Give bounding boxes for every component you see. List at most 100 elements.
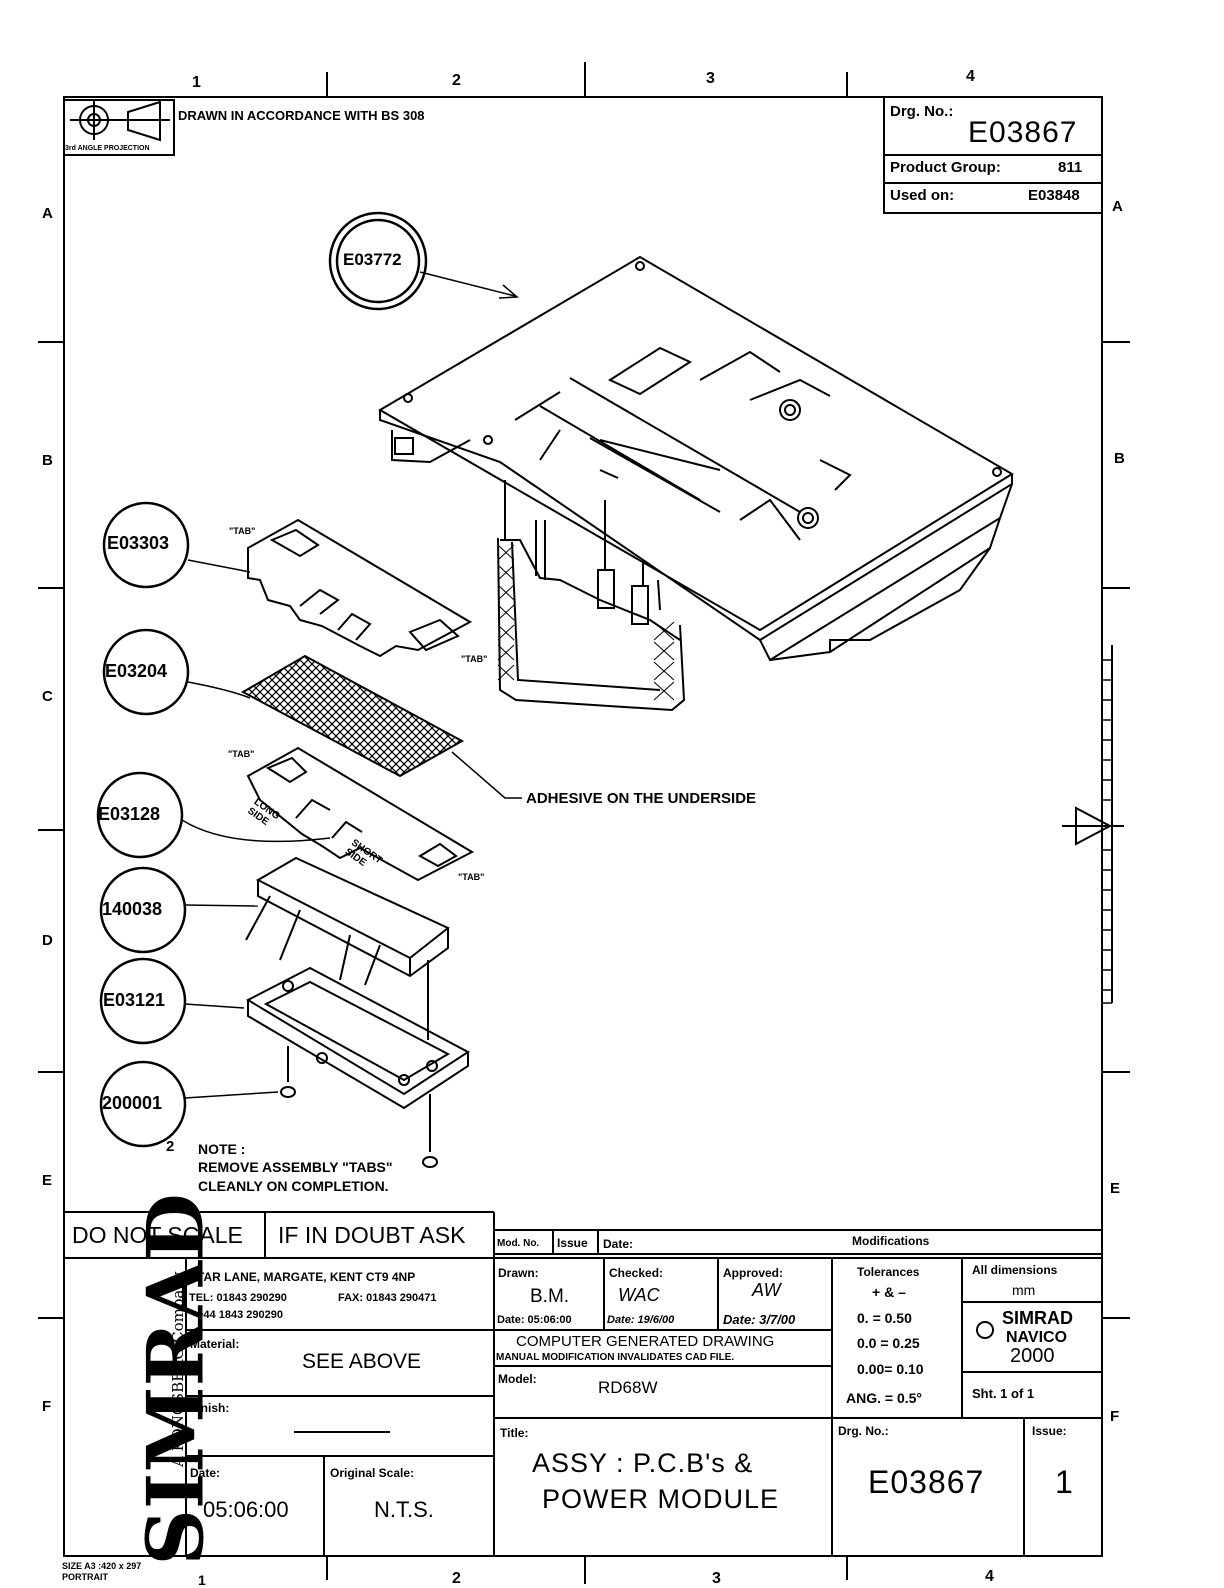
checked-date: Date: 19/6/00 xyxy=(607,1314,675,1326)
tab-label-4: "TAB" xyxy=(458,872,485,882)
copyright-brand: SIMRAD xyxy=(1002,1308,1073,1328)
zone-col-3-top: 3 xyxy=(706,70,715,87)
zone-row-b-right: B xyxy=(1114,450,1125,467)
issue-value: 1 xyxy=(1055,1464,1073,1500)
zone-col-4-top: 4 xyxy=(966,68,975,85)
copyright-year: 2000 xyxy=(1010,1345,1055,1367)
tab-label-1: "TAB" xyxy=(229,526,256,536)
copyright-brand2: NAVICO xyxy=(1006,1329,1068,1346)
adhesive-pad-e03204 xyxy=(240,654,465,778)
date-value: 05:06:00 xyxy=(203,1497,289,1522)
cad-notice-1: COMPUTER GENERATED DRAWING xyxy=(516,1333,775,1350)
mounting-frame-e03121 xyxy=(245,966,470,1152)
product-group-label: Product Group: xyxy=(890,159,1001,176)
projection-symbol-icon xyxy=(63,99,175,156)
zone-row-a-left: A xyxy=(42,205,53,222)
balloon-e03121: E03121 xyxy=(103,990,166,1010)
balloon-e03772: E03772 xyxy=(343,250,402,269)
issue-label: Issue: xyxy=(1032,1424,1067,1438)
zone-col-4-bottom: 4 xyxy=(985,1568,994,1585)
drawn-date: Date: 05:06:00 xyxy=(497,1314,572,1326)
company-tel: TEL: 01843 290290 xyxy=(189,1292,287,1304)
note-line-1: NOTE : xyxy=(198,1141,246,1157)
company-subtitle: A KONGSBERG Company xyxy=(169,1271,187,1467)
balloon-outer-ring xyxy=(328,211,428,311)
drg-no-value: E03867 xyxy=(868,1464,985,1500)
if-in-doubt-ask: IF IN DOUBT ASK xyxy=(278,1222,466,1248)
note-line-3: CLEANLY ON COMPLETION. xyxy=(198,1178,389,1194)
zone-col-3-bottom: 3 xyxy=(712,1570,721,1587)
used-on-value: E03848 xyxy=(1028,187,1080,204)
cad-notice-2: MANUAL MODIFICATION INVALIDATES CAD FILE… xyxy=(496,1352,735,1363)
zone-row-b-left: B xyxy=(42,452,53,469)
approved-signature: AW xyxy=(752,1280,781,1300)
drawn-value: B.M. xyxy=(530,1286,570,1307)
sheet-size: SIZE A3 :420 x 297 xyxy=(62,1561,142,1571)
original-scale-value: N.T.S. xyxy=(374,1497,434,1522)
zone-row-e-left: E xyxy=(42,1172,53,1189)
title-label: Title: xyxy=(500,1426,529,1440)
title-block-grid xyxy=(64,1211,1102,1556)
tolerances-label: Tolerances xyxy=(857,1265,920,1279)
model-value: RD68W xyxy=(598,1378,658,1397)
drawing-title-line-1: ASSY : P.C.B's & xyxy=(532,1448,754,1478)
drg-no-label: Drg. No.: xyxy=(838,1424,889,1438)
nut-200001-icon xyxy=(280,1086,438,1168)
company-address: STAR LANE, MARGATE, KENT CT9 4NP xyxy=(189,1270,416,1284)
note-number: 2 xyxy=(166,1138,175,1155)
all-dimensions-label: All dimensions xyxy=(972,1263,1058,1277)
balloon-e03204: E03204 xyxy=(105,661,168,681)
balloon-e03128: E03128 xyxy=(98,804,161,824)
date-label-top: Date: xyxy=(603,1237,634,1251)
zone-row-d-left: D xyxy=(42,932,53,949)
drawn-label: Drawn: xyxy=(498,1266,539,1280)
zone-row-f-left: F xyxy=(42,1398,52,1415)
sheet-orientation: PORTRAIT xyxy=(62,1572,108,1582)
zone-col-2-bottom: 2 xyxy=(452,1570,461,1587)
zone-row-e-right: E xyxy=(1110,1180,1121,1197)
tab-label-3: "TAB" xyxy=(228,749,255,759)
header-drg-no-label: Drg. No.: xyxy=(890,103,954,120)
tolerance-row-1: 0. = 0.50 xyxy=(857,1310,912,1326)
drawing-title-line-2: POWER MODULE xyxy=(542,1484,780,1514)
date-label: Date: xyxy=(190,1466,221,1480)
zone-row-a-right: A xyxy=(1112,198,1123,215)
copyright-icon xyxy=(976,1321,994,1339)
material-label: Material: xyxy=(190,1337,240,1351)
do-not-scale: DO NOT SCALE xyxy=(72,1222,243,1248)
used-on-label: Used on: xyxy=(890,187,955,204)
model-label: Model: xyxy=(498,1372,537,1386)
zone-col-2-top: 2 xyxy=(452,72,461,89)
tolerance-row-3: 0.00= 0.10 xyxy=(857,1361,924,1377)
checked-label: Checked: xyxy=(609,1266,664,1280)
zone-row-f-right: F xyxy=(1110,1408,1120,1425)
zone-row-c-left: C xyxy=(42,688,53,705)
original-scale-label: Original Scale: xyxy=(330,1466,415,1480)
tab-plate-e03128 xyxy=(246,746,475,882)
all-dimensions-unit: mm xyxy=(1012,1282,1036,1298)
balloon-200001: 200001 xyxy=(102,1093,163,1113)
balloon-e03303: E03303 xyxy=(107,533,170,553)
zone-col-1-top: 1 xyxy=(192,74,201,91)
projection-label: 3rd ANGLE PROJECTION xyxy=(65,145,150,152)
sheet-info: Sht. 1 of 1 xyxy=(972,1386,1035,1401)
company-fax: FAX: 01843 290471 xyxy=(338,1292,437,1304)
header-box xyxy=(883,96,1103,214)
tolerance-row-2: 0.0 = 0.25 xyxy=(857,1335,920,1351)
bs308-note: DRAWN IN ACCORDANCE WITH BS 308 xyxy=(178,108,425,123)
tab-label-2: "TAB" xyxy=(461,654,488,664)
adhesive-note: ADHESIVE ON THE UNDERSIDE xyxy=(526,790,757,807)
note-line-2: REMOVE ASSEMBLY "TABS" xyxy=(198,1159,393,1175)
mod-no-label: Mod. No. xyxy=(497,1238,540,1249)
company-tel-intl: +44 1843 290290 xyxy=(197,1309,283,1321)
approved-label: Approved: xyxy=(723,1266,783,1280)
pcb-assembly-diagram xyxy=(378,255,1014,712)
zone-col-1-bottom: 1 xyxy=(198,1572,206,1588)
approved-date: Date: 3/7/00 xyxy=(723,1312,796,1327)
tolerance-row-4: ANG. = 0.5° xyxy=(846,1390,923,1406)
finish-label: Finish: xyxy=(190,1401,230,1415)
power-module-140038 xyxy=(245,856,450,1040)
tolerances-sign: + & – xyxy=(872,1284,906,1300)
material-value: SEE ABOVE xyxy=(302,1350,422,1373)
